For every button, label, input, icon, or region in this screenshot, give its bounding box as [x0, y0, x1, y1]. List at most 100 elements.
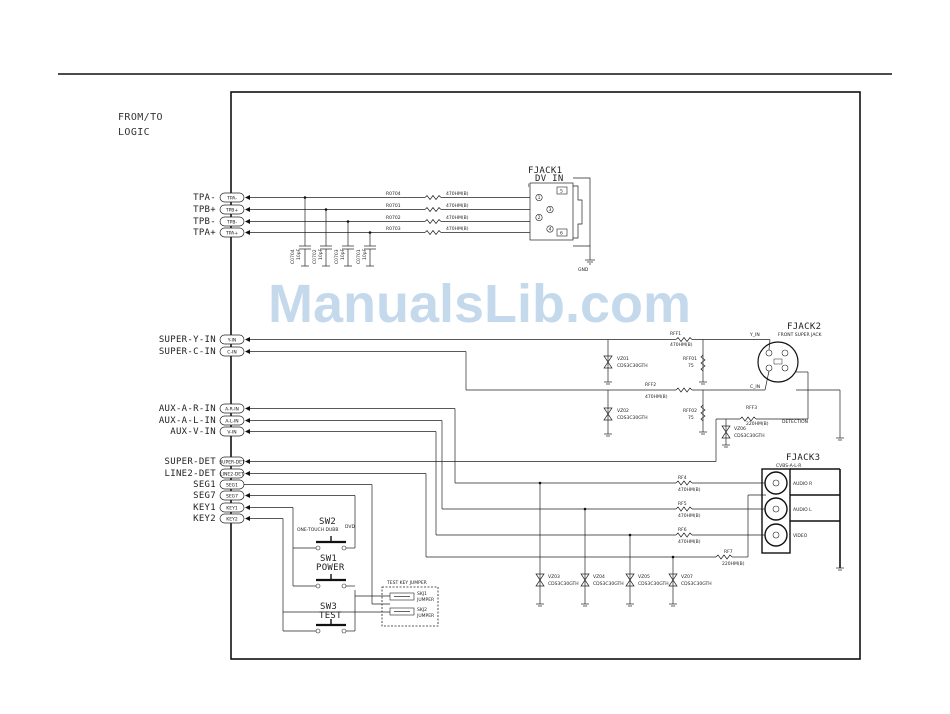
arrow-icon	[245, 337, 250, 342]
port-aux-a-r-in: AUX-A-R-IN A-R-IN	[159, 403, 250, 414]
rff01-ref: RFF01	[683, 356, 697, 362]
dv-in-section: R0704 R0701 R0702 R0703 470HM(B) 470HM(B…	[250, 191, 530, 267]
audio-l-label: AUDIO L	[793, 507, 812, 513]
vz06-ref: VZ06	[734, 426, 746, 432]
rff2-ref: RFF2	[645, 382, 656, 388]
aux-section: RF4 470HM(B) RF5 470HM(B) RF6 470HM(B) R…	[250, 408, 766, 607]
rff1-ref: RFF1	[670, 331, 681, 337]
rf4-ref: RF4	[678, 475, 687, 481]
port-super-c-in: SUPER-C-IN C-IN	[159, 346, 250, 357]
vz07-ref: VZ07	[681, 574, 693, 580]
fjack1-name: FJACK1	[528, 166, 562, 176]
resistor-ref: R0704	[386, 191, 401, 197]
port-super-y-in: SUPER-Y-IN Y-IN	[159, 334, 250, 345]
rf5-value: 470HM(B)	[678, 513, 701, 519]
signal-label: TPA+	[193, 228, 216, 238]
arrow-icon	[245, 471, 250, 476]
sw2-tag: DVD	[345, 524, 355, 530]
pin-number: 3	[549, 207, 552, 213]
cap-ref: C0704	[290, 249, 296, 264]
video-label: VIDEO	[793, 533, 808, 539]
sw2-desc: ONE-TOUCH DUBB	[297, 527, 338, 533]
watermark: ManualsLib.com	[268, 274, 691, 334]
port-tag: SEG7	[226, 494, 238, 500]
signal-label: KEY2	[193, 514, 216, 524]
port-tag: TPB-	[226, 220, 238, 226]
port-seg1: SEG1 SEG1	[193, 479, 245, 490]
pin-number: 1	[538, 195, 541, 201]
resistor-ref: R0701	[386, 203, 401, 209]
pin-number: 4	[549, 227, 552, 233]
cap-value: 10pF	[296, 248, 302, 260]
port-key1: KEY1 KEY1	[193, 502, 250, 513]
vz06-value: CDS3C30GTH	[734, 433, 765, 439]
port-tag: SUPER-DET	[219, 460, 245, 466]
detection-label: DETECTION	[782, 419, 808, 425]
sw1-name: SW1	[320, 554, 337, 564]
signal-label: AUX-A-L-IN	[159, 416, 216, 426]
gnd-label: GND	[578, 267, 589, 273]
cap-ref: C0701	[356, 249, 362, 264]
cap-value: 10pF	[340, 248, 346, 260]
port-seg7: SEG7 SEG7	[193, 490, 250, 501]
resistor-ref: R0702	[386, 215, 401, 221]
rff02-value: 75	[688, 415, 694, 421]
vz05-value: CDS3C30GTH	[638, 581, 669, 587]
sw3-desc: TEST	[319, 611, 342, 621]
fjack2-sub: FRONT SUPER JACK	[778, 332, 822, 338]
super-jack-section: RFF1 470HM(B) RFF2 470HM(B) VZ01 CDS3C30…	[250, 331, 844, 462]
rff3-ref: RFF3	[746, 405, 757, 411]
port-tag: A-L-IN	[225, 419, 238, 425]
port-tpb-plus: TPB+ TPB+	[193, 204, 250, 215]
signal-label: KEY1	[193, 503, 216, 513]
signal-label: SEG1	[193, 480, 216, 490]
arrow-icon	[245, 406, 250, 411]
arrow-icon	[245, 516, 250, 521]
skj2-label: JUMPER	[416, 613, 434, 619]
signal-label: TPB-	[193, 217, 216, 227]
port-tpa-minus: TPA- TPA-	[193, 192, 250, 203]
audio-r-label: AUDIO R	[793, 481, 812, 487]
sw1-desc: POWER	[316, 563, 345, 573]
vz01-ref: VZ01	[617, 356, 629, 362]
schematic-frame	[230, 91, 861, 660]
port-tag: SEG1	[226, 483, 238, 489]
arrow-icon	[245, 418, 250, 423]
cap-ref: C0703	[334, 249, 340, 264]
port-aux-a-l-in: AUX-A-L-IN A-L-IN	[159, 415, 250, 426]
vz07-value: CDS3C30GTH	[681, 581, 712, 587]
y-in-label: Y_IN	[749, 332, 760, 338]
port-tag: A-R-IN	[225, 407, 239, 413]
signal-label: LINE2-DET	[165, 469, 217, 479]
port-tag: LINE2-DET	[220, 472, 244, 478]
pin-number: 5	[560, 189, 563, 195]
port-tag: Y-IN	[227, 338, 237, 344]
test-key-jumper: TEST KEY JUMPER SKJ1 JUMPER SKJ2 JUMPER	[381, 580, 439, 627]
port-key2: KEY2 KEY2	[193, 513, 250, 524]
vz03-ref: VZ03	[548, 574, 560, 580]
fjack3-sub: CVBS-A-L-R	[776, 463, 801, 469]
vz02-value: CDS3C30GTH	[617, 415, 648, 421]
vz03-value: CDS3C30GTH	[548, 581, 579, 587]
cap-value: 10pF	[318, 248, 324, 260]
jumper-title: TEST KEY JUMPER	[386, 580, 427, 586]
resistor-value: 470HM(B)	[446, 191, 469, 197]
rf4-value: 470HM(B)	[678, 487, 701, 493]
fjack2-name: FJACK2	[787, 322, 821, 332]
fjack3-cvbs-jack: FJACK3 CVBS-A-L-R AUDIO R AUDIO L VIDEO	[761, 453, 844, 571]
port-aux-v-in: AUX-V-IN V-IN	[170, 426, 250, 437]
signal-label: SEG7	[193, 491, 216, 501]
arrow-icon	[245, 230, 250, 235]
arrow-icon	[245, 207, 250, 212]
signal-label: AUX-A-R-IN	[159, 404, 216, 414]
port-tag: C-IN	[227, 350, 236, 356]
signal-label: SUPER-C-IN	[159, 347, 216, 357]
rff3-value: 220HM(B)	[746, 421, 769, 427]
signal-label: TPA-	[193, 193, 216, 203]
cap-value: 10pF	[362, 248, 368, 260]
vz05-ref: VZ05	[638, 574, 650, 580]
port-tpb-minus: TPB- TPB-	[193, 216, 250, 227]
arrow-icon	[245, 429, 250, 434]
skj1-ref: SKJ1	[417, 591, 427, 597]
